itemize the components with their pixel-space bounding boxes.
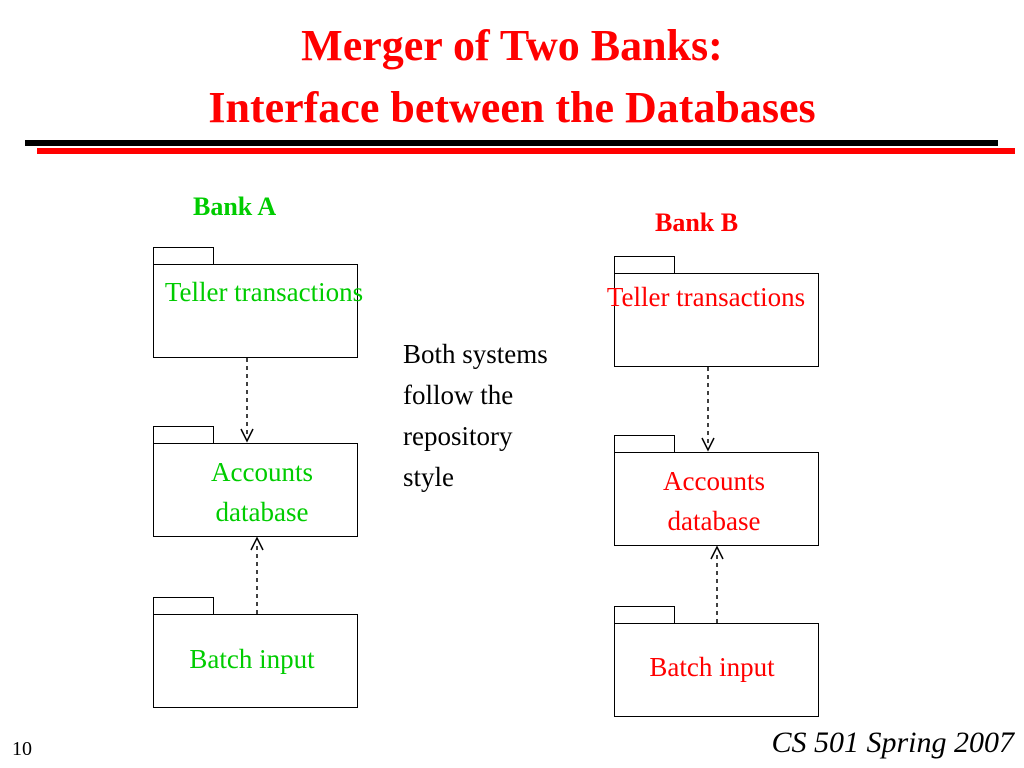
- title-rule-red: [37, 148, 1015, 154]
- package-body: [153, 614, 358, 708]
- title-line-1: Merger of Two Banks:: [301, 21, 723, 70]
- arrowhead: [240, 428, 254, 443]
- arrowhead: [250, 536, 264, 551]
- bank-b-label: Bank B: [655, 208, 739, 237]
- bank-b-accounts-label-line-1: Accounts: [663, 466, 765, 496]
- note-line-3: repository: [403, 421, 513, 451]
- package-body: [153, 264, 358, 358]
- note-line-1: Both systems: [403, 339, 548, 369]
- package-body: [614, 623, 819, 717]
- arrowhead: [701, 437, 715, 452]
- note-line-2: follow the: [403, 380, 514, 410]
- bank-a-accounts-label-line-1: Accounts: [211, 457, 313, 487]
- note-line-4: style: [403, 462, 454, 492]
- arrowhead: [710, 545, 724, 560]
- bank-b-accounts-label-line-2: database: [667, 506, 761, 536]
- title-line-2: Interface between the Databases: [208, 83, 816, 132]
- bank-a-accounts-label-line-2: database: [215, 497, 309, 527]
- title-rule-black: [25, 140, 998, 146]
- package-body: [614, 452, 819, 546]
- package-body: [614, 273, 819, 367]
- bank-b-batch-label: Batch input: [649, 652, 775, 682]
- bank-a-batch-label: Batch input: [189, 644, 315, 674]
- bank-a-label: Bank A: [193, 192, 277, 221]
- repository-style-note: Both systems follow the repository style: [403, 334, 548, 498]
- page-number: 10: [12, 738, 32, 760]
- course-footer: CS 501 Spring 2007: [771, 726, 1014, 759]
- bank-b-teller-label: Teller transactions: [606, 282, 806, 312]
- bank-a-teller-label: Teller transactions: [164, 277, 364, 307]
- package-body: [153, 443, 358, 537]
